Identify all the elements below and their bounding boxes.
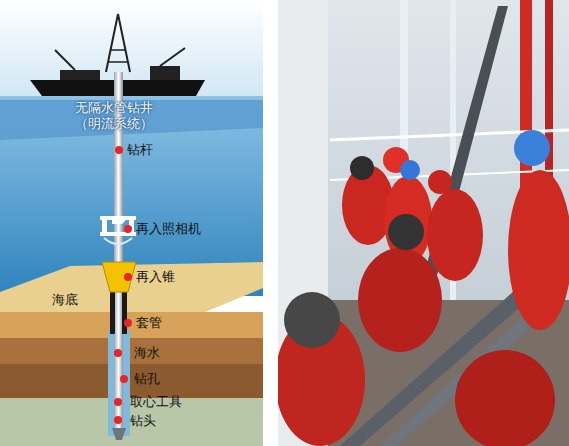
part-label: 海水 bbox=[134, 345, 160, 361]
part-label: 钻杆 bbox=[127, 142, 153, 158]
part-label: 再入照相机 bbox=[136, 221, 201, 237]
part-label: 取心工具 bbox=[130, 394, 182, 410]
part-label: 海底 bbox=[52, 292, 78, 308]
part-label: 钻孔 bbox=[134, 371, 160, 387]
photo-workers bbox=[275, 0, 569, 446]
callout-dot bbox=[114, 146, 132, 424]
part-label: 套管 bbox=[136, 315, 162, 331]
part-label: 再入锥 bbox=[136, 269, 175, 285]
system-title: 无隔水管钻井 （明流系统） bbox=[66, 100, 162, 131]
reentry-camera bbox=[100, 216, 136, 236]
part-label: 钻头 bbox=[130, 413, 156, 429]
